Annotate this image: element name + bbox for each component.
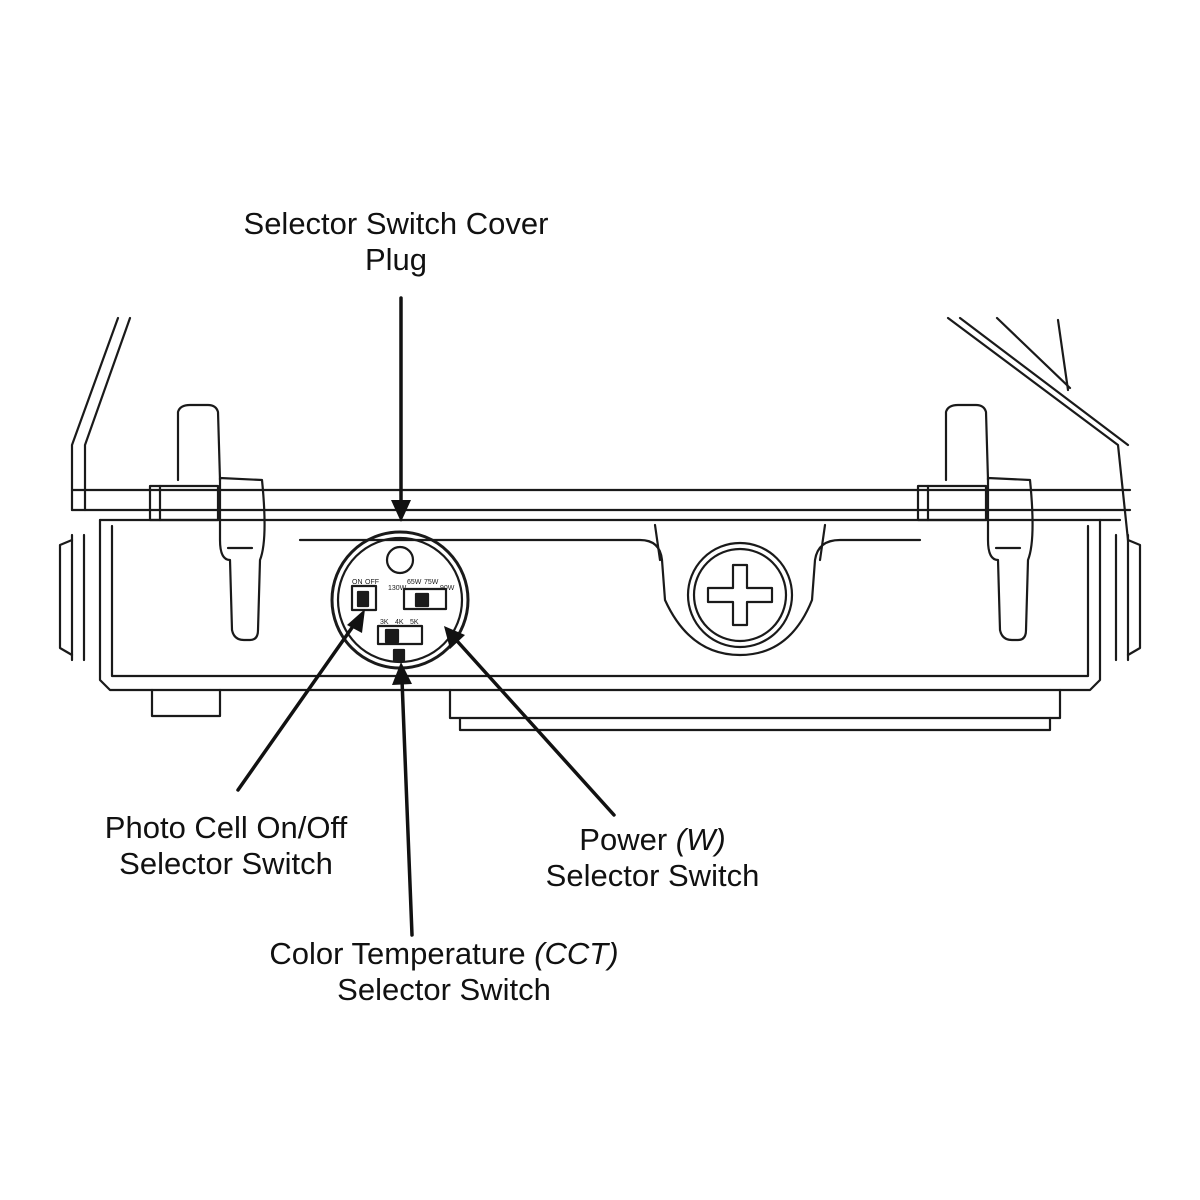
cct-label-line2: Selector Switch (337, 972, 551, 1007)
power-label-line2: Selector Switch (545, 858, 760, 893)
power-label: Power (W) Selector Switch (530, 822, 775, 894)
right-mounting-arm (946, 316, 1130, 542)
bottom-lip (150, 688, 1062, 732)
cct-switch[interactable] (376, 624, 424, 646)
power-75w-marking: 75W (424, 579, 439, 586)
selector-switch-panel (330, 530, 470, 670)
photo-cell-arrow (236, 609, 365, 792)
front-panel-body (98, 518, 1102, 692)
photo-on-marking: ON (352, 579, 363, 586)
switch-markings: ON OFF 130W 65W 75W 90W 3K 4K 5K (352, 579, 455, 626)
left-mounting-arm (70, 316, 132, 512)
power-130w-marking: 130W (388, 585, 407, 592)
photo-cell-label-line1: Photo Cell On/Off (104, 810, 348, 845)
power-switch[interactable] (402, 587, 448, 611)
left-side-bump (58, 533, 86, 662)
right-hinge-latch (916, 403, 1034, 642)
power-label-main: Power (579, 822, 676, 857)
cct-label-main: Color Temperature (269, 936, 535, 971)
photo-cell-label-line2: Selector Switch (119, 846, 333, 881)
cover-plug-label: Selector Switch Cover Plug (236, 206, 556, 278)
cct-arrow (392, 662, 414, 937)
cct-label-line1: Color Temperature (CCT) (252, 936, 636, 972)
power-label-line1: Power (W) (530, 822, 775, 858)
cover-plug-arrow (391, 296, 411, 522)
power-label-unit: (W) (675, 822, 726, 857)
cover-plug-label-line1: Selector Switch Cover (243, 206, 549, 241)
power-90w-marking: 90W (440, 585, 455, 592)
power-65w-marking: 65W (407, 579, 422, 586)
photo-cell-label: Photo Cell On/Off Selector Switch (86, 810, 366, 882)
right-side-bump (1114, 533, 1142, 662)
cct-label-unit: (CCT) (534, 936, 619, 971)
housing-top-rail (70, 488, 1132, 522)
cover-plug-label-line2: Plug (364, 242, 428, 277)
photo-off-marking: OFF (365, 579, 379, 586)
left-hinge-latch (148, 403, 266, 642)
cct-label: Color Temperature (CCT) Selector Switch (252, 936, 636, 1008)
cct-5k-marking: 5K (410, 619, 419, 626)
cct-4k-marking: 4K (395, 619, 404, 626)
power-arrow (444, 626, 616, 817)
cct-3k-marking: 3K (380, 619, 389, 626)
phillips-screw (686, 541, 794, 649)
